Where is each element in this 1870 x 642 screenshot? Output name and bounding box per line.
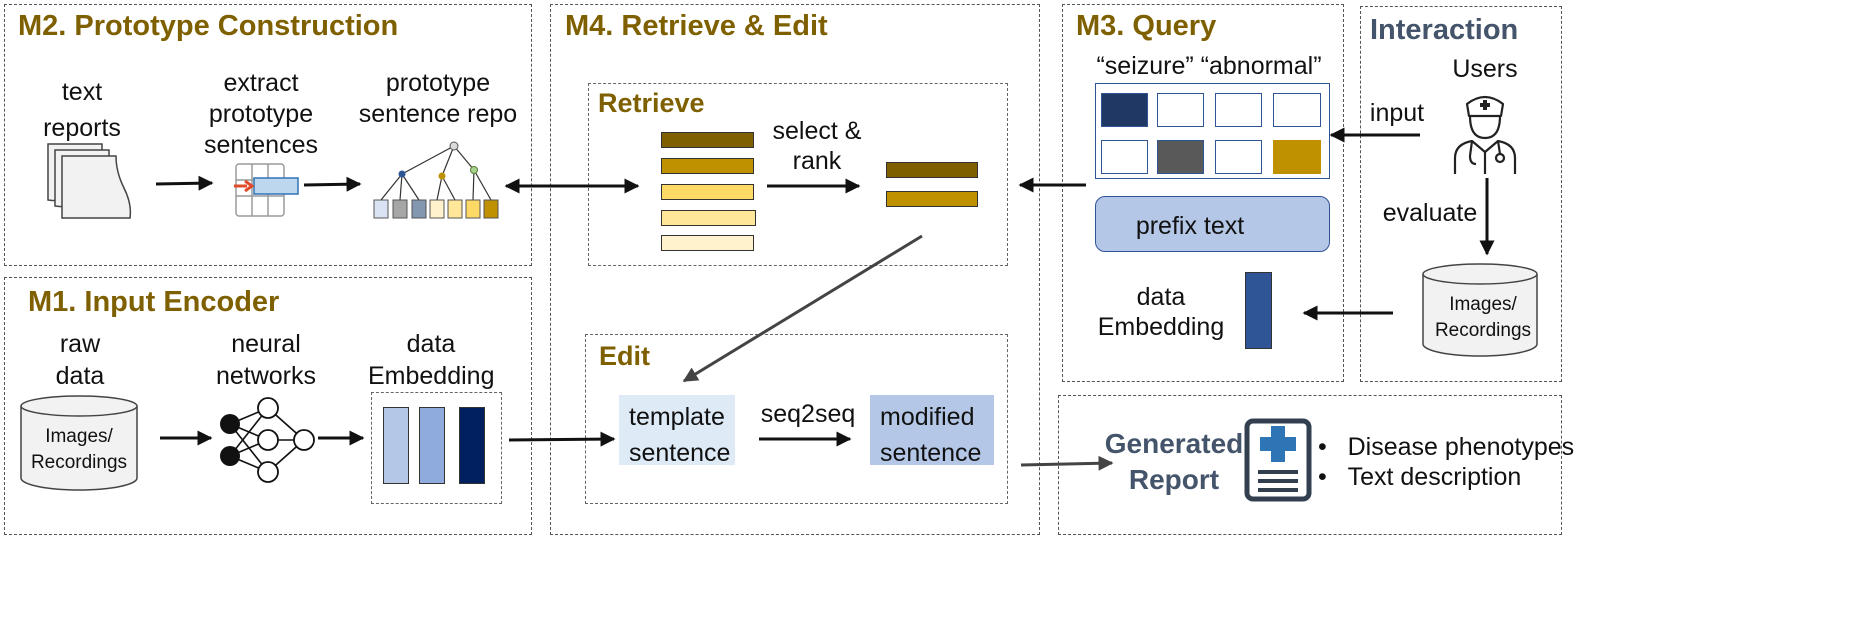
m2-panel [4,4,532,266]
report-bullet-1-text: Disease phenotypes [1347,433,1575,461]
evaluate-label: evaluate [1382,199,1478,227]
ranked-bar-1 [886,162,978,178]
generated-report-title: Generated Report [1104,426,1244,498]
extract-label: extract prototype sentences [196,68,326,161]
template-line2: sentence [629,439,731,467]
nn-line1: neural [231,330,301,358]
raw-data-label: raw data [40,328,120,392]
select-line1: select & [772,117,862,145]
m3-title: M3. Query [1076,10,1217,42]
edit-title: Edit [599,341,650,371]
m4-panel [550,4,1040,535]
m3-emb-line1: data [1136,283,1186,311]
extract-line1: extract [223,69,299,97]
m1-embedding-box [371,392,502,504]
extract-line2: prototype [208,100,314,128]
m3-panel [1062,4,1344,382]
report-title-line1: Generated [1104,428,1244,459]
m1-cyl-line2: Recordings [30,452,128,473]
retrieve-bar-2 [661,158,754,174]
seq2seq-label: seq2seq [760,400,856,428]
query-cell-6 [1157,140,1204,174]
m3-embedding-bar [1245,272,1272,349]
select-rank-label: select & rank [766,116,868,176]
users-label: Users [1452,55,1518,83]
raw-line2: data [55,362,105,390]
text-reports-line2: reports [43,114,121,142]
bullet-dot: • [1318,433,1348,461]
int-cyl-line1: Images/ [1449,294,1517,315]
repo-line1: prototype [385,69,491,97]
ranked-bar-2 [886,191,978,207]
report-bullet-2-text: Text description [1347,463,1522,491]
retrieve-bar-3 [661,184,754,200]
tree-icon [373,141,499,219]
table-extract-icon [234,163,299,217]
retrieve-bar-4 [661,210,756,226]
neural-network-icon [220,397,315,483]
repo-line2: sentence repo [358,100,518,128]
select-line2: rank [792,147,842,175]
query-cell-5 [1101,140,1148,174]
m1-panel [4,277,532,535]
input-label: input [1369,99,1425,127]
prefix-text-box [1095,196,1330,252]
query-cell-8 [1273,140,1321,174]
query-cell-2 [1157,93,1204,127]
report-bullet-2: • Text description [1318,459,1521,495]
repo-label: prototype sentence repo [358,68,518,130]
report-bullet-1: • Disease phenotypes [1318,429,1574,465]
modified-line2: sentence [880,439,982,467]
text-reports-label: text reports [30,74,134,146]
query-cell-7 [1215,140,1262,174]
interaction-cylinder-label: Images/ Recordings [1426,292,1540,344]
nn-line2: networks [215,362,317,390]
m1-emb-line2: Embedding [368,362,495,390]
bullet-dot: • [1318,463,1348,491]
m3-embedding-label: data Embedding [1096,282,1226,342]
report-title-line2: Report [1128,464,1220,495]
int-cyl-line2: Recordings [1434,320,1532,341]
query-cell-1 [1101,93,1148,127]
m1-title: M1. Input Encoder [28,286,280,318]
interaction-panel [1360,6,1562,382]
m1-emb-line1: data [406,330,456,358]
retrieve-bar-5 [661,235,754,251]
m1-cyl-line1: Images/ [45,426,113,447]
m4-title: M4. Retrieve & Edit [565,10,828,42]
modified-line1: modified [880,403,975,431]
m1-embedding-label: data Embedding [368,328,494,392]
interaction-cylinder-icon [1422,263,1538,357]
document-stack-icon [47,143,132,219]
query-cell-3 [1215,93,1262,127]
retrieve-bar-1 [661,132,754,148]
raw-line1: raw [59,330,101,358]
extract-line3: sentences [204,131,318,159]
query-keywords: “seizure” “abnormal” [1096,52,1322,80]
m2-title: M2. Prototype Construction [18,10,399,42]
text-reports-line1: text [61,78,103,106]
template-sentence-box: template sentence [619,395,735,467]
embedding-bar-dark [459,407,485,484]
m3-emb-line2: Embedding [1097,313,1225,341]
doctor-icon [1453,95,1517,174]
retrieve-title: Retrieve [598,88,705,118]
embedding-bar-mid [419,407,445,484]
template-line1: template [629,403,725,431]
medical-report-icon [1244,418,1312,502]
database-cylinder-icon [20,395,138,491]
m1-cylinder-label: Images/ Recordings [24,424,134,476]
prefix-text-label: prefix text [1135,212,1245,240]
embedding-bar-light [383,407,409,484]
query-cell-4 [1273,93,1321,127]
neural-networks-label: neural networks [206,328,326,392]
interaction-title: Interaction [1370,14,1519,46]
modified-sentence-box: modified sentence [870,395,994,467]
